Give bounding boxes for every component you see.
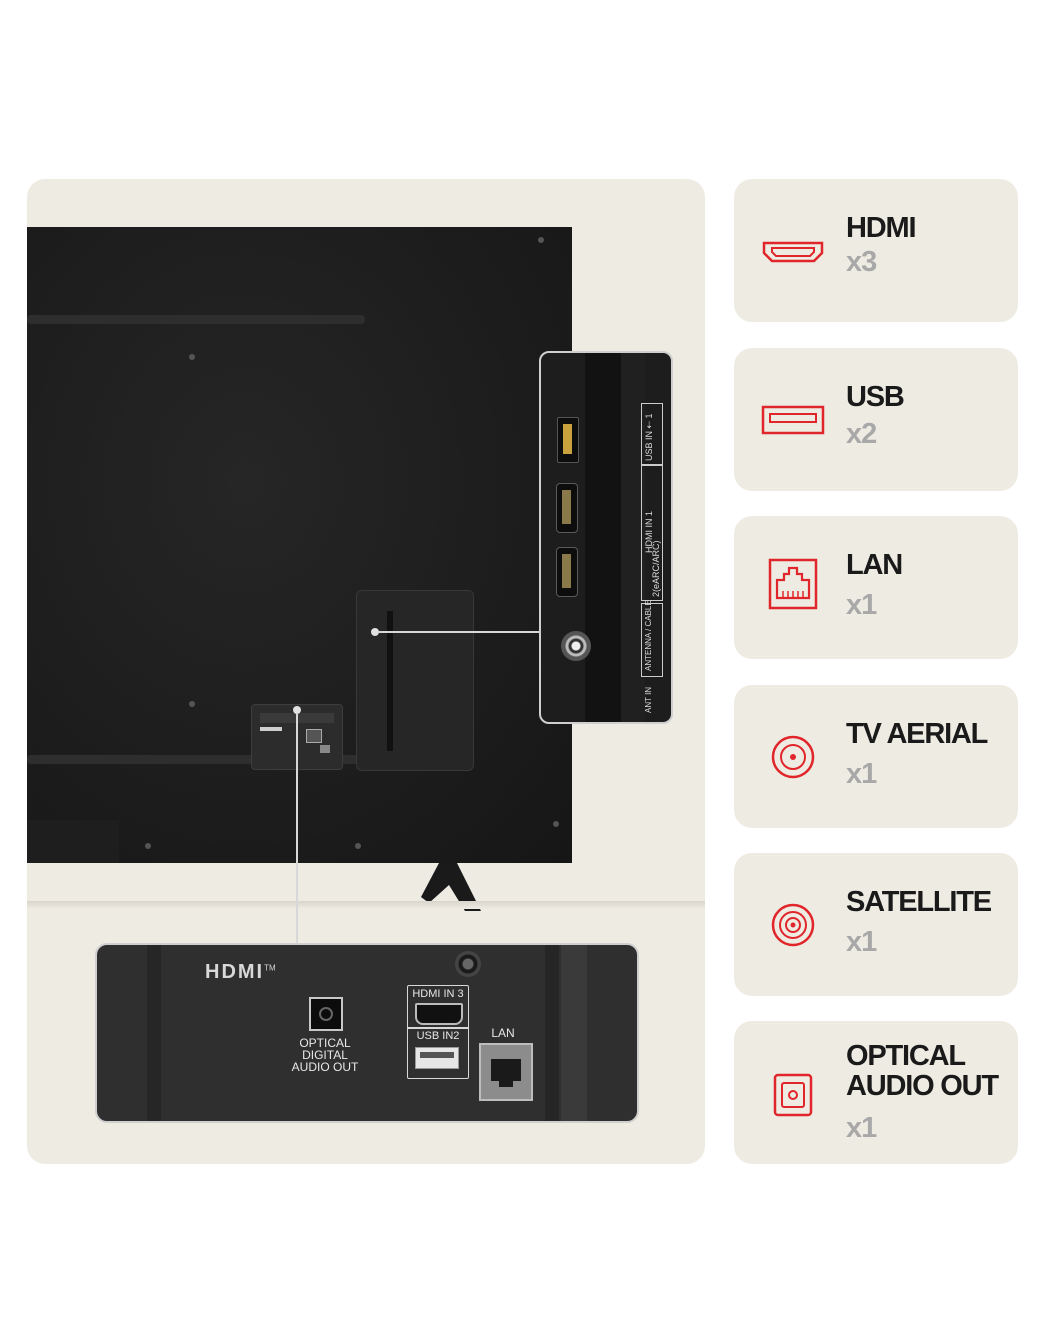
port-name: TV AERIAL xyxy=(846,718,988,750)
usb-port xyxy=(557,417,579,463)
ant-in-label: ANT IN xyxy=(644,686,653,713)
antenna-label-box xyxy=(641,603,663,677)
port-card-optical-audio-out: OPTICAL AUDIO OUT x1 xyxy=(734,1021,1018,1164)
antenna-cable-label: ANTENNA / CABLE xyxy=(644,600,653,671)
screw xyxy=(538,237,544,243)
side-ports-callout: USB IN ⇠ 1 HDMI IN 1 2(eARC/ARC) ANTENNA… xyxy=(539,351,673,724)
lan-port-icon xyxy=(768,558,818,610)
usb-port-icon xyxy=(761,405,825,435)
rear-ports-callout: HDMITM OPTICAL DIGITAL AUDIO OUT HDMI IN… xyxy=(95,943,639,1123)
port-count: x1 xyxy=(846,758,877,790)
optical-label-2: DIGITAL xyxy=(302,1048,348,1062)
hdmi-in-label-box xyxy=(641,465,663,601)
vent-slot xyxy=(27,315,365,324)
tv-aerial-port-icon xyxy=(771,735,815,779)
callout-line-bottom xyxy=(296,714,298,944)
side-port-recess xyxy=(356,590,474,771)
port-count: x1 xyxy=(846,1112,877,1144)
port-card-hdmi: HDMI x3 xyxy=(734,179,1018,322)
lan-label: LAN xyxy=(491,1026,515,1040)
hdmi-usb-label-box xyxy=(407,985,469,1079)
port-count: x1 xyxy=(846,589,877,621)
optical-audio-port xyxy=(309,997,343,1031)
tv-back-photo-panel: USB IN ⇠ 1 HDMI IN 1 2(eARC/ARC) ANTENNA… xyxy=(27,179,705,1164)
mount-screw xyxy=(455,951,481,977)
tv-rear-panel xyxy=(27,227,572,863)
hdmi-logo: HDMITM xyxy=(205,961,276,983)
hdmi-earc-label: 2(eARC/ARC) xyxy=(651,540,661,597)
port-name-line-2: AUDIO OUT xyxy=(846,1070,999,1102)
optical-audio-port-icon xyxy=(773,1073,813,1117)
callout-dot-side xyxy=(371,628,379,636)
hdmi-port-3 xyxy=(415,1003,463,1025)
screw xyxy=(355,843,361,849)
lan-port xyxy=(479,1043,533,1101)
port-card-satellite: SATELLITE x1 xyxy=(734,853,1018,996)
satellite-port-icon xyxy=(771,903,815,947)
port-name: HDMI xyxy=(846,212,917,244)
port-name: SATELLITE xyxy=(846,886,992,918)
antenna-port xyxy=(561,631,591,661)
screw xyxy=(189,354,195,360)
optical-label-1: OPTICAL xyxy=(299,1036,351,1050)
port-name: LAN xyxy=(846,549,903,581)
callout-dot-bottom xyxy=(293,706,301,714)
usb-in-label-box xyxy=(641,403,663,465)
optical-label-3: AUDIO OUT xyxy=(291,1060,359,1074)
usb-port-2 xyxy=(415,1047,459,1069)
screw xyxy=(553,821,559,827)
port-count: x1 xyxy=(846,926,877,958)
port-count: x3 xyxy=(846,246,877,278)
hdmi-port-icon xyxy=(762,241,824,263)
tv-bottom-block xyxy=(27,820,119,863)
callout-line-side xyxy=(379,631,541,633)
usb-in-1-label: USB IN ⇠ 1 xyxy=(644,413,654,461)
hdmi-port-1 xyxy=(556,483,578,533)
port-count: x2 xyxy=(846,418,877,450)
floor-shadow xyxy=(27,901,705,909)
port-card-lan: LAN x1 xyxy=(734,516,1018,659)
screw xyxy=(189,701,195,707)
tv-stand-foot xyxy=(421,863,481,911)
port-name-line-1: OPTICAL xyxy=(846,1040,966,1072)
port-name: USB xyxy=(846,381,905,413)
hdmi-in-3-label: HDMI IN 3 xyxy=(412,988,464,1000)
port-card-tv-aerial: TV AERIAL x1 xyxy=(734,685,1018,828)
port-card-usb: USB x2 xyxy=(734,348,1018,491)
usb-in-2-label: USB IN2 xyxy=(416,1030,460,1042)
hdmi-port-2 xyxy=(556,547,578,597)
screw xyxy=(145,843,151,849)
vent-slot xyxy=(27,755,427,764)
